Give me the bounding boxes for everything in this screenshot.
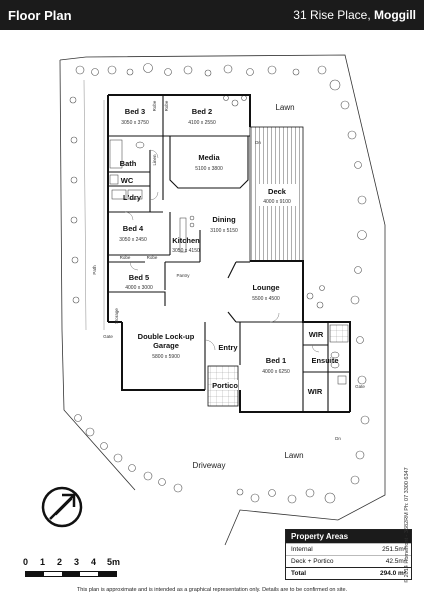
- scale-label-3: 3: [74, 557, 80, 567]
- plan-title: Floor Plan: [8, 8, 72, 23]
- robe-label-bed2: Robe: [164, 100, 169, 111]
- scale-label-5: 5m: [107, 557, 121, 567]
- door-swings: [124, 149, 320, 353]
- property-areas-table: Property Areas Internal 251.5m² Deck + P…: [285, 529, 412, 580]
- room-bed1-dim: 4000 x 6250: [262, 369, 290, 375]
- area-row-deck-portico: Deck + Portico 42.5m²: [286, 555, 411, 567]
- room-kitchen-dim: 3050 x 4150: [172, 248, 200, 254]
- robe-label-bed3: Robe: [152, 100, 157, 111]
- gate-label-right: Gate: [355, 384, 365, 389]
- area-value: 251.5m²: [382, 546, 406, 553]
- room-ldry-name: L'dry: [123, 193, 142, 202]
- area-row-internal: Internal 251.5m²: [286, 543, 411, 555]
- room-dining-dim: 3100 x 5150: [210, 228, 238, 234]
- storage-label: Storage: [114, 308, 119, 324]
- room-garage-line2: Garage: [153, 341, 179, 350]
- gate-label-left: Gate: [103, 334, 113, 339]
- interior-walls: [108, 95, 350, 412]
- area-label: Internal: [291, 546, 313, 553]
- room-garage-dim: 5800 x 5900: [152, 354, 180, 360]
- area-label: Deck + Portico: [291, 558, 334, 565]
- room-pantry-name: Pantry: [176, 273, 190, 278]
- path-label: Path: [92, 265, 97, 275]
- room-lounge-dim: 5500 x 4500: [252, 296, 280, 302]
- room-bath-name: Bath: [120, 159, 137, 168]
- header-bar: Floor Plan 31 Rise Place, Moggill: [0, 0, 424, 30]
- room-bed3-name: Bed 3: [125, 107, 145, 116]
- property-areas-title: Property Areas: [286, 530, 411, 543]
- room-bed4-name: Bed 4: [123, 224, 144, 233]
- scale-label-2: 2: [57, 557, 63, 567]
- room-deck-name: Deck: [268, 187, 287, 196]
- room-portico-name: Portico: [212, 381, 238, 390]
- room-bed2-name: Bed 2: [192, 107, 212, 116]
- scale-label-0: 0: [23, 557, 29, 567]
- floor-plan: Bed 3 3050 x 3750 Bed 2 4100 x 2550 Medi…: [41, 54, 386, 546]
- room-bed2-dim: 4100 x 2550: [188, 120, 216, 126]
- room-ensuite-name: Ensuite: [311, 356, 338, 365]
- room-bed5-dim: 4000 x 3000: [125, 285, 153, 291]
- room-media-name: Media: [198, 153, 220, 162]
- room-garage-line1: Double Lock-up: [138, 332, 195, 341]
- room-wc-name: WC: [121, 176, 134, 185]
- room-bed3-dim: 3050 x 3750: [121, 120, 149, 126]
- lawn-label-bottom: Lawn: [284, 451, 303, 460]
- driveway-label: Driveway: [193, 461, 226, 470]
- garden-vegetation: [69, 63, 370, 504]
- fixtures: [109, 139, 349, 385]
- bed1-dn-label: Dn: [335, 436, 341, 441]
- robe-label-bed4: Robe: [120, 255, 131, 260]
- copyright-text: © 2014 Homefront - 3682RM Ph: 07 3300 63…: [404, 467, 410, 583]
- deck-label-bg: [258, 184, 296, 206]
- scale-label-4: 4: [91, 557, 97, 567]
- linen-label: Linen: [152, 154, 157, 166]
- room-wir-top-name: WIR: [309, 330, 324, 339]
- address-suburb: Moggill: [374, 8, 416, 22]
- room-bed5-name: Bed 5: [129, 273, 149, 282]
- area-total-label: Total: [291, 570, 307, 577]
- room-kitchen-name: Kitchen: [172, 236, 200, 245]
- side-path: [83, 79, 105, 331]
- boundary-left: [59, 59, 136, 491]
- property-address: 31 Rise Place, Moggill: [293, 8, 416, 22]
- area-value: 42.5m²: [385, 558, 406, 565]
- room-deck-dim: 4000 x 9100: [263, 199, 291, 205]
- room-bed1-name: Bed 1: [266, 356, 286, 365]
- lawn-label-top: Lawn: [275, 103, 294, 112]
- portico-label-bg: [212, 380, 238, 390]
- disclaimer-text: This plan is approximate and is intended…: [76, 587, 348, 593]
- area-row-total: Total 294.0 m²: [286, 567, 411, 579]
- scale-label-1: 1: [40, 557, 46, 567]
- north-arrow-icon: [41, 486, 83, 528]
- area-total-value: 294.0 m²: [379, 570, 406, 577]
- room-media-dim: 5100 x 3800: [195, 166, 223, 172]
- scale-bar-graphic: [25, 571, 117, 577]
- room-wir-bottom-name: WIR: [308, 387, 323, 396]
- property-boundary: [59, 54, 386, 546]
- room-dining-name: Dining: [212, 215, 236, 224]
- room-lounge-name: Lounge: [252, 283, 279, 292]
- room-entry-name: Entry: [218, 343, 238, 352]
- address-street: 31 Rise Place,: [293, 8, 374, 22]
- robe-label-bed5: Robe: [147, 255, 158, 260]
- deck-dn-label: Dn: [255, 140, 261, 145]
- room-bed4-dim: 3050 x 2450: [119, 237, 147, 243]
